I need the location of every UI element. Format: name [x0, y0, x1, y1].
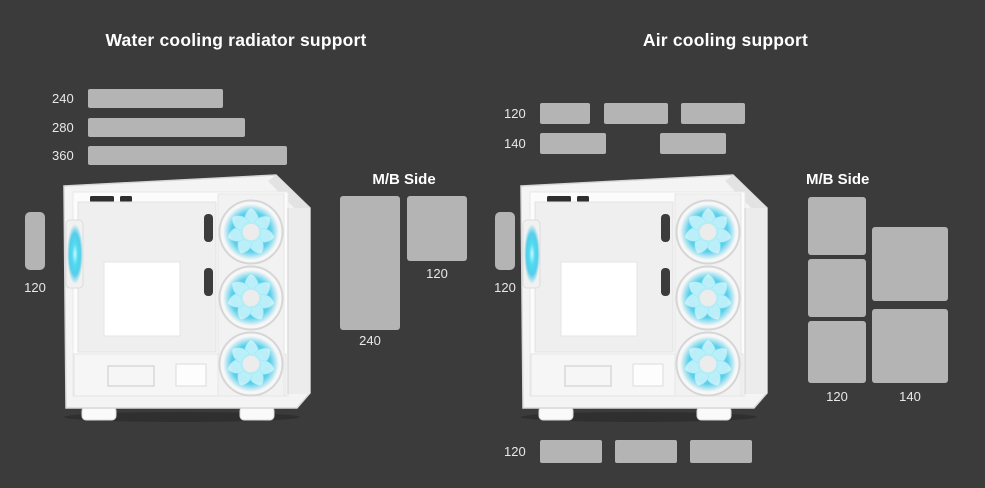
radiator-360-bar — [88, 146, 287, 165]
bottom-row-120-label: 120 — [504, 444, 526, 459]
mb-side-title-air: M/B Side — [806, 171, 870, 188]
mb-side-title-water: M/B Side — [372, 171, 436, 188]
top-fan-120-slot — [681, 103, 745, 124]
bottom-fan-120-slot — [615, 440, 677, 463]
rear-fan-slot — [495, 212, 515, 270]
rear-fan-slot — [25, 212, 45, 270]
mb-fan-120-slot — [808, 321, 866, 383]
pc-case-illustration-water — [48, 168, 316, 426]
mb-col-120-label: 120 — [826, 389, 848, 404]
radiator-280-bar — [88, 118, 245, 137]
rear-fan-label: 120 — [24, 280, 46, 295]
mb-radiator-120-slot — [407, 196, 467, 261]
mb-fan-120-slot — [808, 259, 866, 317]
bottom-fan-120-slot — [540, 440, 602, 463]
mb-fan-140-slot — [872, 227, 948, 301]
air-cooling-title: Air cooling support — [642, 30, 809, 50]
water-cooling-title: Water cooling radiator support — [105, 30, 367, 50]
mb-radiator-240-label: 240 — [359, 333, 381, 348]
radiator-360-label: 360 — [52, 148, 74, 163]
pc-case-illustration-air — [505, 168, 773, 426]
top-fan-140-slot — [660, 133, 726, 154]
mb-radiator-120-label: 120 — [426, 266, 448, 281]
mb-fan-120-slot — [808, 197, 866, 255]
radiator-240-bar — [88, 89, 223, 108]
top-row-140-label: 140 — [504, 136, 526, 151]
radiator-240-label: 240 — [52, 91, 74, 106]
bottom-fan-120-slot — [690, 440, 752, 463]
mb-col-140-label: 140 — [899, 389, 921, 404]
top-fan-120-slot — [540, 103, 590, 124]
top-fan-140-slot — [540, 133, 606, 154]
mb-fan-140-slot — [872, 309, 948, 383]
rear-fan-label: 120 — [494, 280, 516, 295]
radiator-280-label: 280 — [52, 120, 74, 135]
top-fan-120-slot — [604, 103, 668, 124]
top-row-120-label: 120 — [504, 106, 526, 121]
mb-radiator-240-slot — [340, 196, 400, 330]
